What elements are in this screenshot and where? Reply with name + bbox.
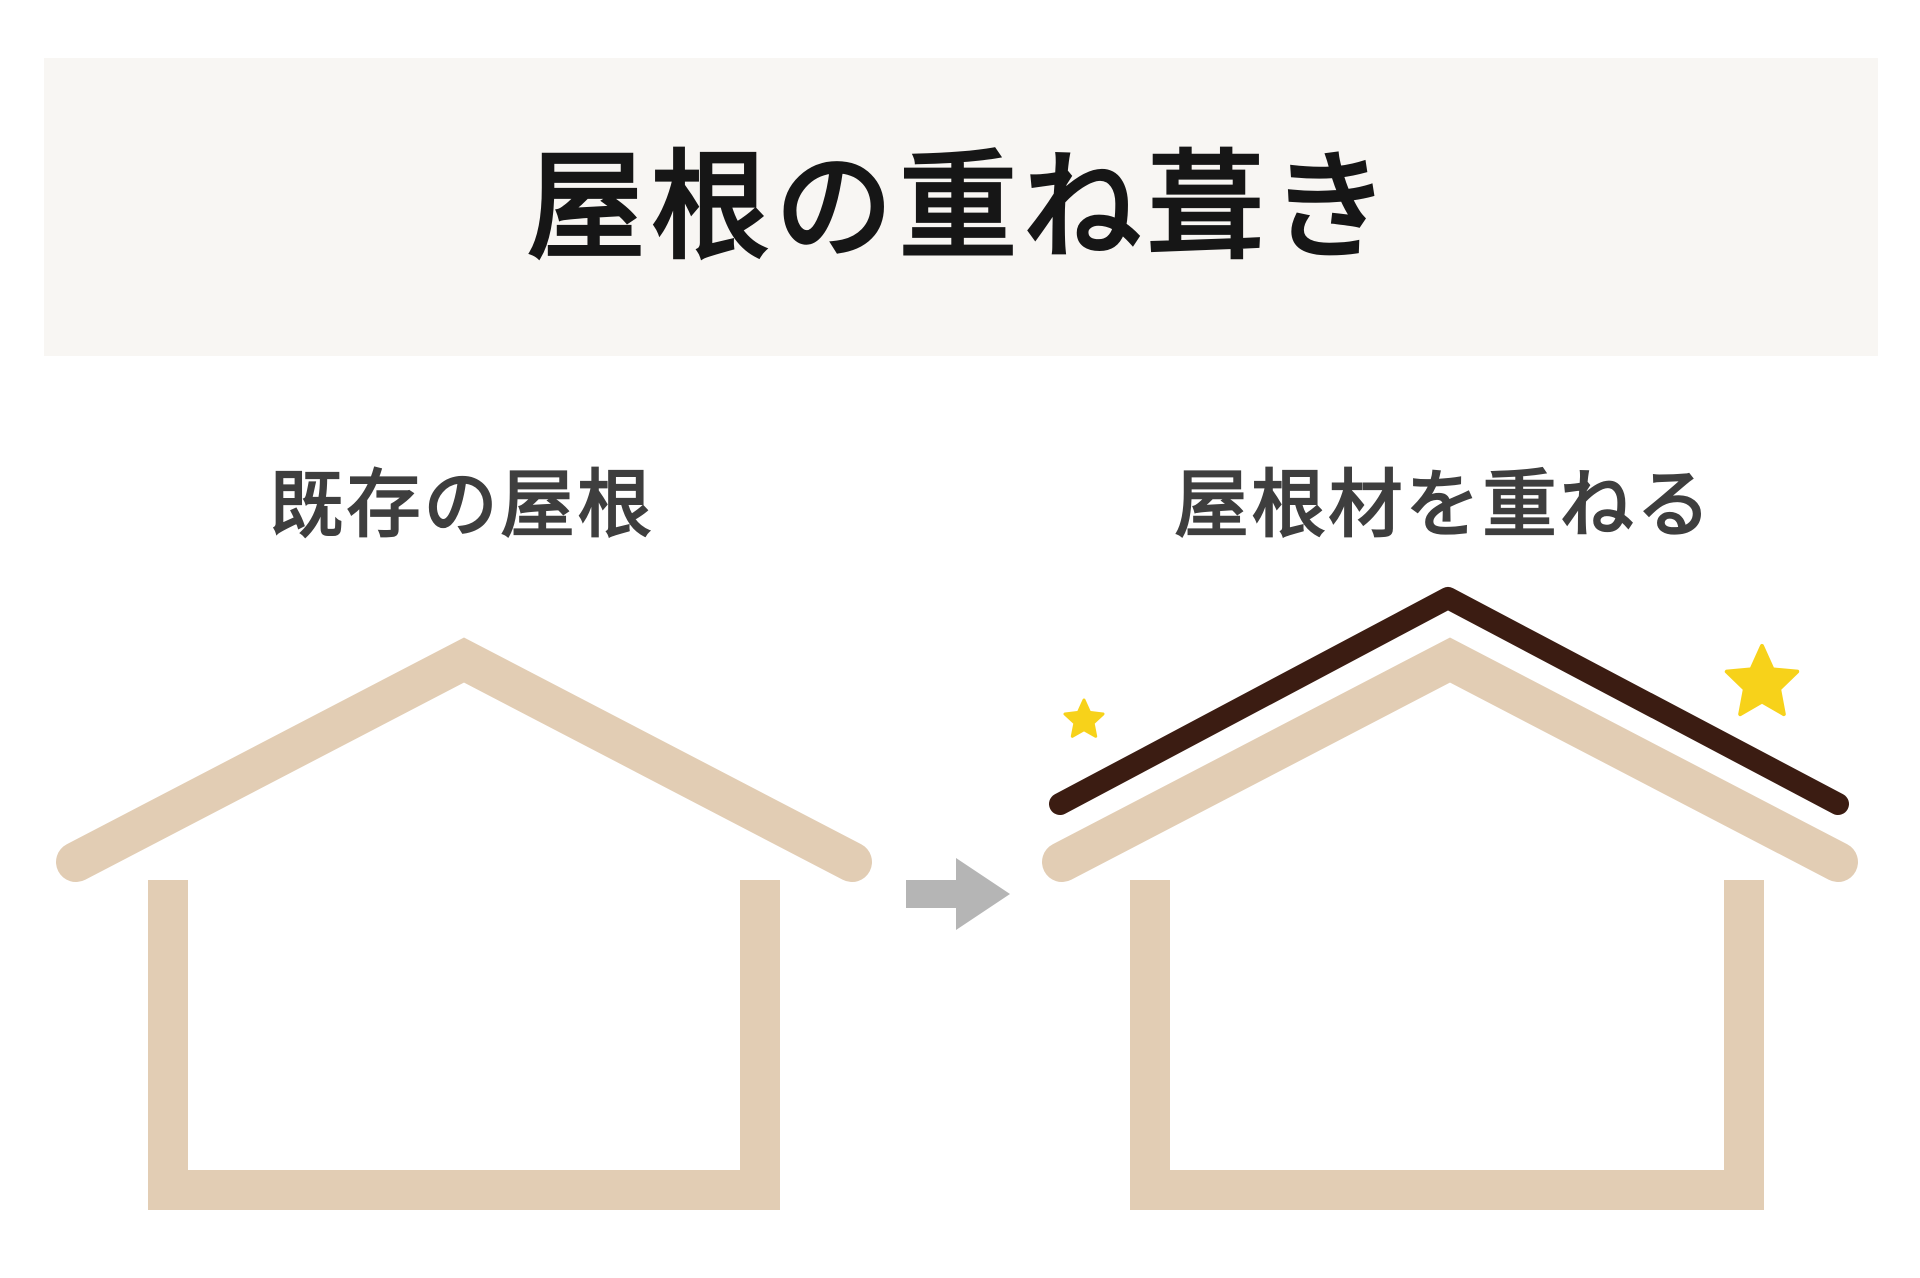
arrow-right-icon bbox=[906, 858, 1010, 930]
existing-roof bbox=[56, 637, 872, 882]
title-banner: 屋根の重ね葺き bbox=[44, 58, 1878, 356]
existing-house bbox=[56, 637, 872, 1210]
star-icon bbox=[1724, 644, 1800, 717]
base-roof bbox=[1042, 637, 1858, 882]
existing-house-walls bbox=[148, 880, 780, 1210]
overlay-house-walls bbox=[1130, 880, 1764, 1210]
new-roof-material bbox=[1049, 587, 1849, 815]
star-icon bbox=[1063, 698, 1105, 738]
overlay-house bbox=[1042, 587, 1858, 1210]
existing-roof-label: 既存の屋根 bbox=[269, 462, 655, 548]
page-title: 屋根の重ね葺き bbox=[526, 138, 1395, 276]
overlay-roof-label: 屋根材を重ねる bbox=[1174, 462, 1714, 548]
